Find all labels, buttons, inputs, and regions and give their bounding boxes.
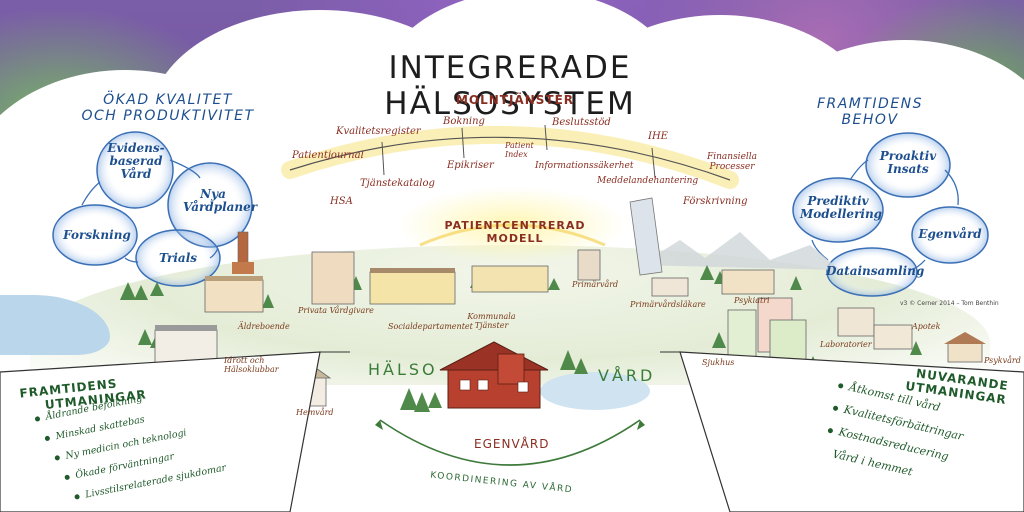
place-label: Psykvård (984, 356, 1021, 365)
place-label: Apotek (912, 322, 941, 331)
place-label: Privata Vårdgivare (298, 306, 374, 315)
right-cycle-heading: FRAMTIDENS BEHOV (800, 96, 940, 128)
arc-ticks (381, 124, 656, 179)
place-label: Socialdepartamentet (388, 322, 473, 331)
arc-label: IHE (648, 131, 668, 142)
place-label: Idrott och Hälsoklubbar (224, 356, 279, 374)
building-apotek (873, 324, 913, 350)
place-label: Kommunala Tjänster (467, 312, 516, 330)
arc-label: Finansiella Processer (706, 152, 758, 172)
building-aldreboende (204, 276, 264, 313)
place-label: Sjukhus (702, 358, 735, 367)
bubble-egenvard: Egenvård (918, 227, 982, 241)
place-label: Laboratorier (820, 340, 872, 349)
place-label: Primärvård (572, 280, 619, 289)
arc-label: Tjänstekatalog (360, 178, 435, 189)
copyright-text: v3 © Cerner 2014 – Tom Benthin (900, 300, 999, 307)
city-hall-tower (232, 231, 254, 274)
arc-label: Informationssäkerhet (535, 161, 634, 171)
building-kommunala (471, 265, 549, 293)
cloud-services-heading: MOLNTJÄNSTER (455, 93, 575, 107)
bubble-evidens: Evidens-baserad Vård (107, 141, 165, 181)
arc-label: Bokning (443, 116, 485, 127)
page-title: INTEGRERADE HÄLSOSYSTEM (384, 50, 636, 122)
bubble-proaktiv: Proaktiv Insats (879, 149, 937, 176)
building-psykvard (944, 332, 986, 363)
left-cycle-heading: ÖKAD KVALITET OCH PRODUKTIVITET (68, 92, 268, 124)
right-panel-shape (679, 351, 1024, 512)
building-tower (629, 197, 663, 276)
building-social (369, 268, 456, 305)
arc-label: Beslutsstöd (552, 117, 611, 128)
arc-label: Förskrivning (683, 196, 748, 207)
bubble-datainsamling: Datainsamling (826, 264, 925, 278)
center-label-vard: VÅRD (598, 366, 656, 385)
left-cycle-bubbles (52, 131, 253, 287)
left-panel-shape (0, 351, 321, 512)
arc-label: HSA (330, 196, 353, 207)
bubble-vardplaner: Nya Vårdplaner (183, 187, 258, 214)
cloud-services-arc (289, 136, 731, 181)
place-label: Psykiatri (734, 296, 770, 305)
coordination-arc (379, 419, 641, 466)
bubble-prediktiv: Prediktiv Modellering (800, 194, 883, 221)
place-label: Hemvård (296, 408, 334, 417)
right-cycle-heading-line1: FRAMTIDENS (816, 96, 924, 112)
building-psykiatri (721, 269, 775, 295)
ice-pond (540, 372, 650, 410)
arc-label: Patientjournal (292, 150, 364, 161)
center-label-egenvard: EGENVÅRD (474, 437, 550, 451)
bubble-forskning: Forskning (63, 228, 131, 242)
building-privata (311, 251, 355, 305)
place-label: Äldreboende (238, 322, 290, 331)
central-red-house (439, 341, 549, 409)
patient-model-label: PATIENTCENTRERAD MODELL (444, 219, 586, 245)
right-cycle-bubbles (792, 132, 989, 297)
bubble-trials: Trials (158, 251, 198, 265)
left-cycle-heading-line2: OCH PRODUKTIVITET (81, 108, 255, 124)
arc-label: Kvalitetsregister (336, 126, 421, 137)
center-label-halso: HÄLSO (368, 360, 438, 379)
building-sjukhus (727, 297, 807, 365)
arc-label: Meddelandehantering (597, 176, 699, 186)
arc-label: Epikriser (447, 160, 494, 171)
left-cycle-heading-line1: ÖKAD KVALITET (103, 92, 233, 108)
right-cycle-heading-line2: BEHOV (841, 112, 899, 128)
arc-label: Patient Index (505, 141, 534, 159)
building-laboratorier (837, 307, 875, 337)
mountains (640, 232, 840, 270)
building-primarvard (577, 249, 601, 281)
building-primarlakare (651, 277, 689, 297)
cloud-services-glow (281, 125, 739, 189)
place-label: Primärvårdsläkare (630, 300, 706, 309)
